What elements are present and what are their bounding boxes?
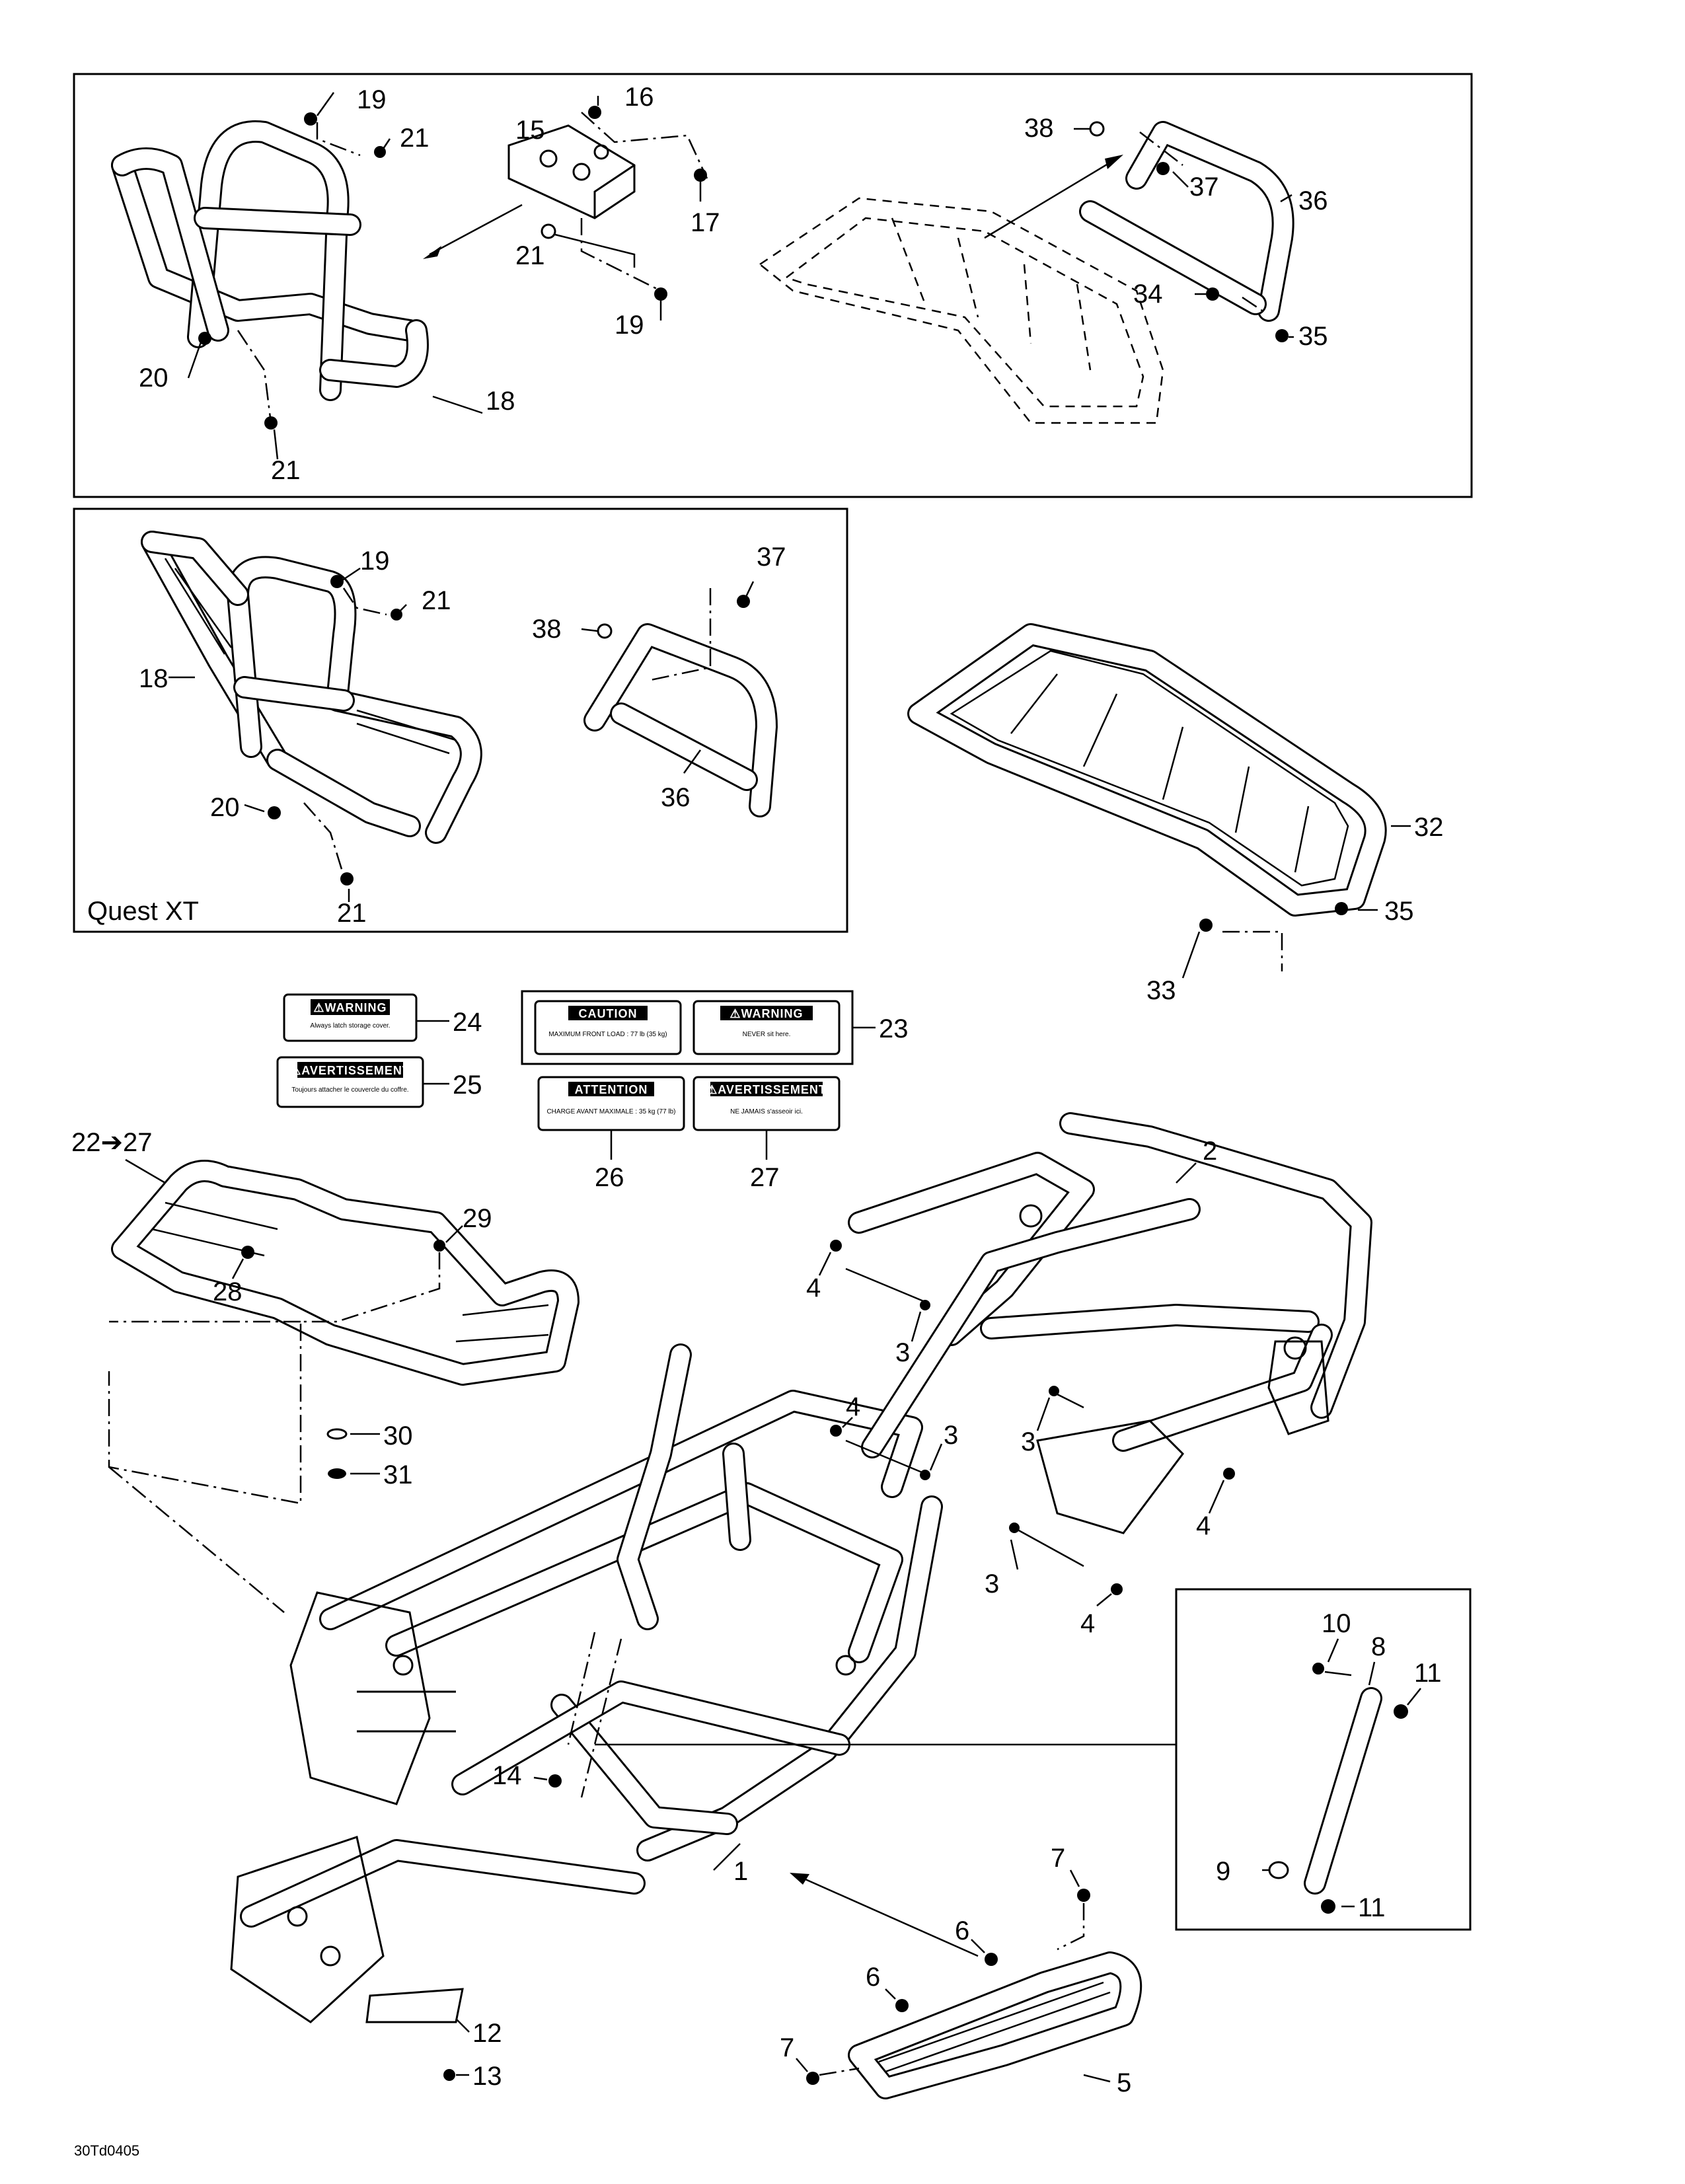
callout-28: 28	[213, 1277, 243, 1306]
suspension-hardware: 4 3 4 3 3 4 3 4	[806, 1240, 1235, 1638]
svg-text:NE JAMAIS s'asseoir ici.: NE JAMAIS s'asseoir ici.	[730, 1108, 803, 1115]
callout-27: 27	[750, 1163, 780, 1192]
svg-text:NEVER sit here.: NEVER sit here.	[743, 1031, 791, 1038]
decal-group-23: CAUTION MAXIMUM FRONT LOAD : 77 lb (35 k…	[521, 990, 909, 1065]
rear-rack-dashed	[758, 197, 1164, 424]
callout-11-a: 11	[1414, 1659, 1442, 1688]
svg-text:Always latch storage cover.: Always latch storage cover.	[310, 1022, 390, 1030]
callout-26: 26	[595, 1163, 624, 1192]
callout-19-bracket: 19	[615, 311, 644, 340]
callout-35: 35	[1298, 322, 1328, 351]
callout-14: 14	[492, 1761, 522, 1790]
callout-15: 15	[515, 116, 545, 145]
front-bumper-part-18	[111, 120, 429, 401]
callout-2: 2	[1203, 1137, 1217, 1166]
callout-21-xt: 21	[422, 586, 451, 615]
callout-29: 29	[463, 1204, 492, 1233]
callout-4-d: 4	[1080, 1609, 1095, 1638]
callout-25: 25	[453, 1071, 482, 1100]
front-rack-assembly: 22➔27 28 29 30 31	[71, 1128, 580, 1613]
callout-30: 30	[383, 1421, 413, 1450]
footrest-part-5: 6 6 7 7 5	[780, 1844, 1142, 2099]
callout-6-a: 6	[955, 1916, 969, 1945]
svg-text:MAXIMUM FRONT LOAD : 77 lb (35: MAXIMUM FRONT LOAD : 77 lb (35 kg)	[548, 1031, 667, 1038]
callout-36-xt: 36	[661, 783, 691, 812]
callout-9: 9	[1216, 1857, 1230, 1886]
callout-19-xt: 19	[360, 546, 390, 576]
callout-21-xt-lower: 21	[337, 899, 367, 928]
svg-text:Toujours attacher le couvercle: Toujours attacher le couvercle du coffre…	[291, 1086, 408, 1094]
callout-4-c: 4	[1196, 1511, 1211, 1540]
callout-3-a: 3	[895, 1338, 910, 1367]
callout-1: 1	[733, 1857, 748, 1886]
callout-38: 38	[1024, 114, 1054, 143]
decal-24: ⚠WARNING Always latch storage cover. 24	[283, 993, 482, 1042]
callout-3-d: 3	[985, 1569, 999, 1599]
callout-4-b: 4	[846, 1392, 860, 1421]
svg-text:⚠AVERTISSEMENT: ⚠AVERTISSEMENT	[290, 1064, 410, 1077]
panel-rod-inset: 10 8 11 9 11	[1175, 1588, 1472, 1931]
svg-text:ATTENTION: ATTENTION	[575, 1083, 648, 1096]
drawing-code: 30Td0405	[74, 2142, 139, 2159]
callout-19: 19	[357, 85, 387, 114]
callout-23: 23	[879, 1014, 909, 1043]
callout-37: 37	[1189, 172, 1219, 202]
callout-32: 32	[1414, 813, 1444, 842]
callout-7-a: 7	[1051, 1844, 1065, 1873]
callout-34: 34	[1133, 280, 1163, 309]
svg-text:⚠AVERTISSEMENT: ⚠AVERTISSEMENT	[706, 1083, 827, 1096]
callout-12: 12	[472, 2019, 502, 2048]
rear-subframe-part-2: 2	[848, 1112, 1372, 1534]
callout-38-xt: 38	[532, 615, 562, 644]
callout-11-b: 11	[1358, 1893, 1386, 1922]
bracket-part-15	[507, 124, 636, 219]
fastener-icons-panel2	[268, 575, 750, 885]
decal-26: ATTENTION CHARGE AVANT MAXIMALE : 35 kg …	[537, 1076, 685, 1192]
callout-31: 31	[383, 1460, 413, 1489]
callout-3-c: 3	[1021, 1427, 1035, 1456]
decal-25: ⚠AVERTISSEMENT Toujours attacher le couv…	[276, 1056, 482, 1108]
fastener-icons-panel1	[198, 106, 1289, 430]
rear-guard-part-36	[1079, 121, 1294, 322]
panel-front-rear-racks: 19 21 15 16 17 21 19 20 18 21 38 37 36 3…	[73, 73, 1473, 498]
callout-20-xt: 20	[210, 793, 240, 822]
panel-quest-xt: 19 21 37 38 18 36 20 21 Quest XT	[73, 508, 848, 933]
callout-21-bracket: 21	[515, 241, 545, 270]
callout-21: 21	[400, 124, 430, 153]
rear-rack-part-32: 32 35 33	[907, 623, 1444, 1005]
callout-17: 17	[691, 208, 720, 237]
callout-7-b: 7	[780, 2033, 794, 2062]
svg-text:CHARGE AVANT MAXIMALE : 35 kg: CHARGE AVANT MAXIMALE : 35 kg (77 lb)	[546, 1108, 675, 1115]
callout-18-xt: 18	[139, 664, 168, 693]
callout-8: 8	[1371, 1632, 1386, 1661]
callout-16: 16	[624, 83, 654, 112]
callout-10: 10	[1322, 1609, 1351, 1638]
callout-20: 20	[139, 363, 168, 393]
reference-range: 22➔27	[71, 1128, 153, 1157]
svg-text:⚠WARNING: ⚠WARNING	[730, 1007, 803, 1020]
callout-37-xt: 37	[757, 543, 786, 572]
callout-18: 18	[486, 387, 515, 416]
callout-4-a: 4	[806, 1273, 821, 1302]
callout-33: 33	[1146, 976, 1176, 1005]
callout-35-rack: 35	[1384, 897, 1414, 926]
svg-text:⚠WARNING: ⚠WARNING	[313, 1001, 387, 1014]
callout-36: 36	[1298, 186, 1328, 215]
main-frame-part-1: 1 14 12 13	[230, 1343, 1176, 2091]
decal-27: ⚠AVERTISSEMENT NE JAMAIS s'asseoir ici. …	[693, 1076, 841, 1192]
front-bumper-xt-part-18	[141, 531, 482, 844]
callout-21-lower: 21	[271, 456, 301, 485]
callout-6-b: 6	[866, 1963, 880, 1992]
callout-3-b: 3	[944, 1421, 958, 1450]
callout-5: 5	[1117, 2068, 1131, 2097]
rear-guard-xt-part-36	[583, 623, 778, 817]
callout-13: 13	[472, 2062, 502, 2091]
svg-text:CAUTION: CAUTION	[579, 1007, 638, 1020]
model-label: Quest XT	[87, 897, 199, 926]
callout-24: 24	[453, 1008, 482, 1037]
